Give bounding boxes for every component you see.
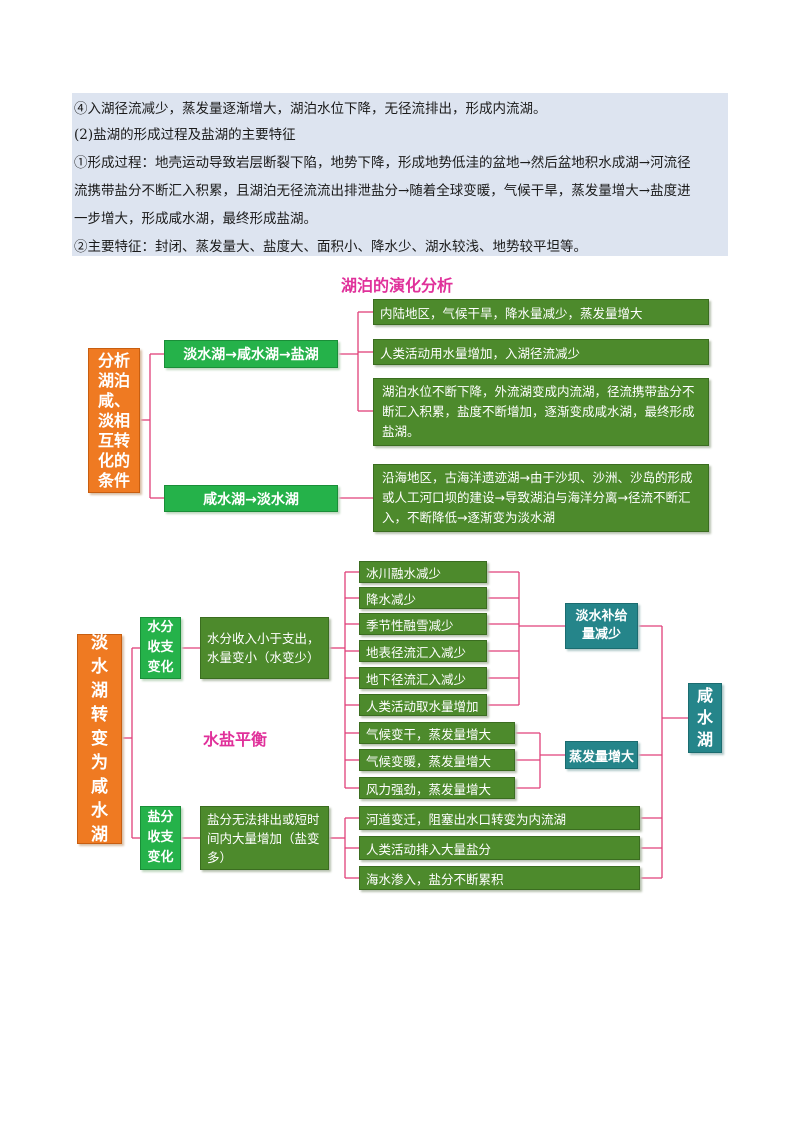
cond-inland-box: 内陆地区，气候干旱，降水量减少，蒸发量增大	[373, 299, 709, 325]
leaf-snowmelt-box: 季节性融雪减少	[359, 613, 487, 635]
cond-human-box: 人类活动用水量增加，入湖径流减少	[373, 339, 709, 365]
leaf-glacier-box: 冰川融水减少	[359, 561, 487, 583]
leaf-ground-runoff-box: 地下径流汇入减少	[359, 667, 487, 689]
leaf-river-change-box: 河道变迁，阻塞出水口转变为内流湖	[359, 806, 640, 830]
intro-line-1: ④入湖径流减少，蒸发量逐渐增大，湖泊水位下降，无径流排出，形成内流湖。	[74, 101, 547, 117]
intro-line-3: ①形成过程：地壳运动导致岩层断裂下陷，地势下降，形成地势低洼的盆地→然后盆地积水…	[74, 155, 691, 171]
leaf-seawater-box: 海水渗入，盐分不断累积	[359, 866, 640, 890]
salt-branch-box: 盐分收支变化	[140, 806, 181, 870]
leaf-warm-climate-box: 气候变暖，蒸发量增大	[359, 749, 515, 771]
diagram1-root-box: 分析湖泊咸、淡相互转化的条件	[88, 348, 140, 493]
leaf-surface-runoff-box: 地表径流汇入减少	[359, 640, 487, 662]
branch-salt-to-fresh-box: 咸水湖→淡水湖	[164, 485, 338, 512]
cond-level-box: 湖泊水位不断下降，外流湖变成内流湖，径流携带盐分不断汇入积累，盐度不断增加，逐渐…	[373, 378, 709, 446]
diagram2-title: 水盐平衡	[203, 730, 268, 749]
saltwater-lake-box: 咸水湖	[688, 683, 722, 753]
freshwater-supply-box: 淡水补给量减少	[565, 603, 638, 649]
intro-line-2: (2)盐湖的形成过程及盐湖的主要特征	[74, 127, 296, 143]
intro-text-block: ④入湖径流减少，蒸发量逐渐增大，湖泊水位下降，无径流排出，形成内流湖。 (2)盐…	[72, 93, 728, 256]
diagram2-root-box: 淡水湖转变为咸水湖	[77, 633, 122, 845]
intro-line-6: ②主要特征：封闭、蒸发量大、盐度大、面积小、降水少、湖水较浅、地势较平坦等。	[74, 239, 587, 255]
diagram1-title: 湖泊的演化分析	[341, 276, 454, 295]
evaporation-box: 蒸发量增大	[565, 741, 638, 769]
water-desc-box: 水分收入小于支出，水量变小（水变少）	[200, 617, 329, 679]
branch-fresh-to-salt-box: 淡水湖→咸水湖→盐湖	[164, 340, 338, 368]
leaf-human-salt-box: 人类活动排入大量盐分	[359, 836, 640, 860]
leaf-strong-wind-box: 风力强劲，蒸发量增大	[359, 777, 515, 799]
leaf-human-intake-box: 人类活动取水量增加	[359, 694, 487, 716]
leaf-precip-box: 降水减少	[359, 587, 487, 609]
water-branch-box: 水分收支变化	[140, 617, 181, 679]
cond-coastal-box: 沿海地区，古海洋遗迹湖→由于沙坝、沙洲、沙岛的形成或人工河口坝的建设→导致湖泊与…	[373, 464, 709, 532]
intro-line-5: 一步增大，形成咸水湖，最终形成盐湖。	[74, 211, 317, 227]
intro-line-4: 流携带盐分不断汇入积累，且湖泊无径流流出排泄盐分→随着全球变暖，气候干旱，蒸发量…	[74, 183, 691, 199]
leaf-dry-climate-box: 气候变干，蒸发量增大	[359, 722, 515, 744]
salt-desc-box: 盐分无法排出或短时间内大量增加（盐变多）	[200, 806, 329, 870]
